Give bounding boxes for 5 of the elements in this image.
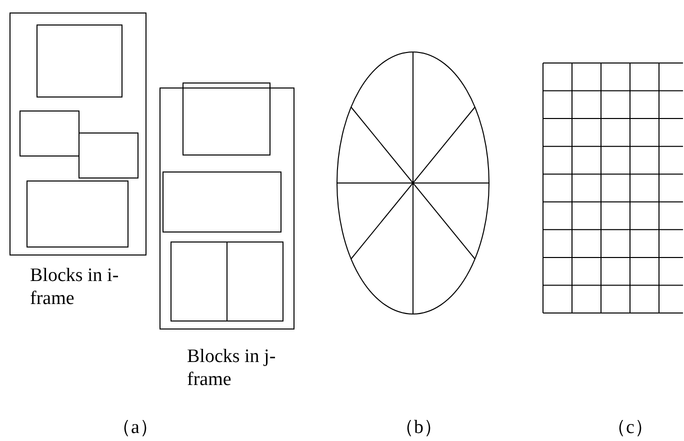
frame-caption: Blocks in i-frame <box>30 264 120 310</box>
panel-label: （b） <box>395 416 442 439</box>
frame-caption: Blocks in j-frame <box>187 345 277 391</box>
panel-label: （c） <box>607 416 654 439</box>
panel-label: （a） <box>112 416 158 439</box>
